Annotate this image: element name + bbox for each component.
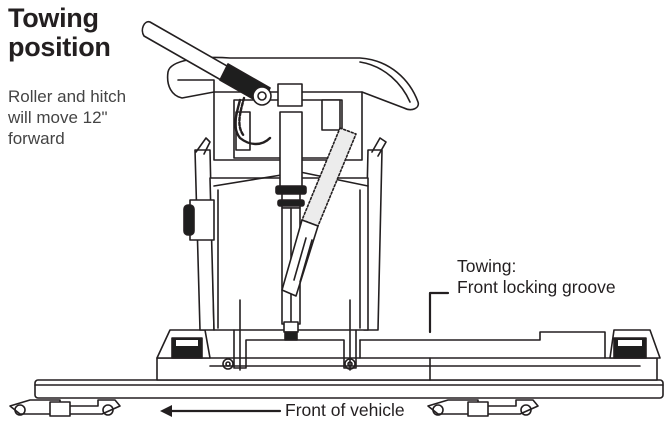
title-line-1: Towing	[8, 3, 99, 33]
description-line-2: will move 12"	[8, 108, 108, 127]
safety-chain	[234, 96, 272, 146]
towing-callout-leader	[428, 291, 450, 334]
base-rail	[34, 379, 664, 399]
mount-bracket-left	[9, 399, 121, 417]
diagram-title: Towing position	[8, 4, 111, 62]
mount-bracket-right	[427, 399, 539, 417]
rail-end-right	[609, 329, 661, 359]
description-line-3: forward	[8, 129, 65, 148]
towing-label-line-2: Front locking groove	[457, 277, 616, 297]
towing-label-line-1: Towing:	[457, 256, 517, 276]
front-of-vehicle-label: Front of vehicle	[285, 400, 405, 420]
side-brackets	[195, 137, 387, 157]
description-line-1: Roller and hitch	[8, 87, 127, 106]
front-direction-arrow	[160, 405, 282, 417]
rail-end-left	[156, 329, 211, 359]
slide-track	[156, 331, 658, 381]
release-handle	[141, 20, 272, 106]
towing-groove-label: Towing: Front locking groove	[457, 256, 616, 298]
handle-ghost-position	[281, 127, 357, 297]
position-description: Roller and hitch will move 12" forward	[8, 86, 168, 149]
title-line-2: position	[8, 32, 111, 62]
